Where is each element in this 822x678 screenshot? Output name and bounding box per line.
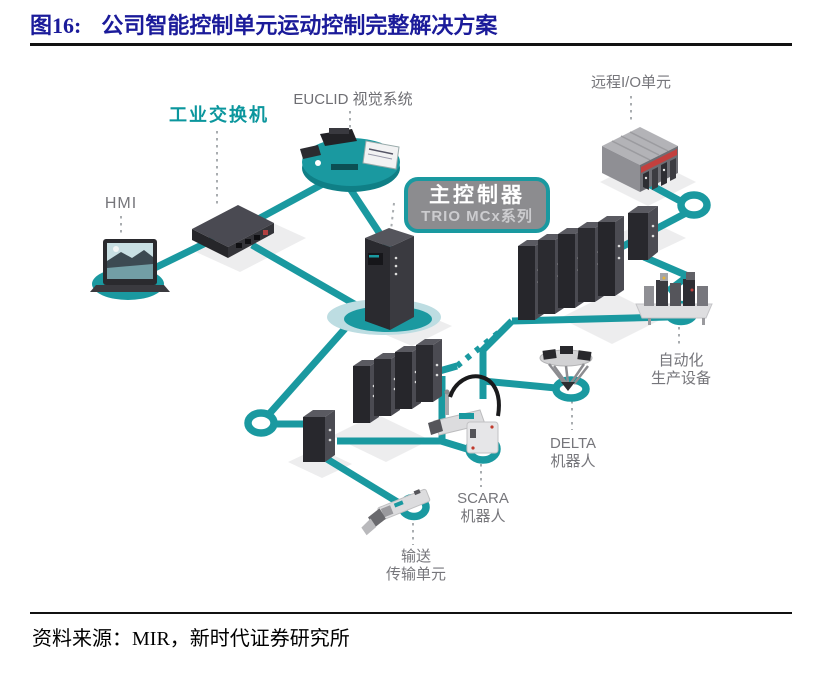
label-delta-robot: DELTA 机器人 [550,435,596,471]
industrial-switch-device [192,205,274,258]
label-scara-line2: 机器人 [460,508,506,525]
label-conveyor-unit: 输送 传输单元 [386,548,446,584]
main-controller-callout: 主控制器 TRIO MCx系列 [404,177,550,233]
label-automation-line2: 生产设备 [650,370,712,387]
label-conveyor-line2: 传输单元 [385,566,447,583]
label-remote-io: 远程I/O单元 [591,74,671,92]
link-controller-ring-left [267,320,353,416]
figure-title: 公司智能控制单元运动控制完整解决方案 [101,13,498,38]
production-equipment-device [635,272,713,325]
callout-subtitle: TRIO MCx系列 [421,208,533,225]
ring-delta [552,376,590,402]
servo-bank-right [518,216,624,320]
label-hmi-text: HMI [104,195,138,212]
label-euclid-vision: EUCLID 视觉系统 [293,91,412,109]
label-industrial-switch: 工业交换机 [169,106,269,124]
footer-rule [30,612,792,614]
label-automation-equipment: 自动化 生产设备 [651,352,711,388]
servo-bank-left [353,339,442,423]
servo-drive-single-right [628,206,658,260]
delta-robot-device [539,346,593,391]
ring-left [244,409,278,437]
remote-io-device [602,127,678,192]
label-connectors [120,96,680,545]
label-hmi: HMI [105,195,137,213]
link-driveL-conveyor [325,456,406,509]
euclid-vision-device [300,128,400,192]
label-euclid-vision-text: EUCLID 视觉系统 [293,91,413,108]
scara-robot-device [428,374,501,454]
source-note: 资料来源：MIR，新时代证券研究所 [32,628,350,650]
callout-title: 主控制器 [429,184,525,207]
main-controller-device [365,228,414,330]
label-industrial-switch-text: 工业交换机 [169,105,269,125]
figure-number: 图16: [30,13,82,38]
label-conveyor-line1: 输送 [400,548,432,565]
servo-drive-single-left [303,410,335,462]
title-rule [30,43,792,46]
link-switch-controller [250,241,358,309]
figure-header: 图16: 公司智能控制单元运动控制完整解决方案 [30,8,792,40]
label-remote-io-text: 远程I/O单元 [590,74,672,91]
hmi-device [90,239,170,292]
conveyor-unit-device [361,488,431,536]
label-delta-line2: 机器人 [550,453,596,470]
label-delta-line1: DELTA [549,435,597,452]
label-scara-line1: SCARA [457,490,509,507]
ring-right [677,191,711,219]
label-scara-robot: SCARA 机器人 [457,490,509,526]
label-automation-line1: 自动化 [658,352,704,369]
link-to-delta-ring [482,377,557,392]
